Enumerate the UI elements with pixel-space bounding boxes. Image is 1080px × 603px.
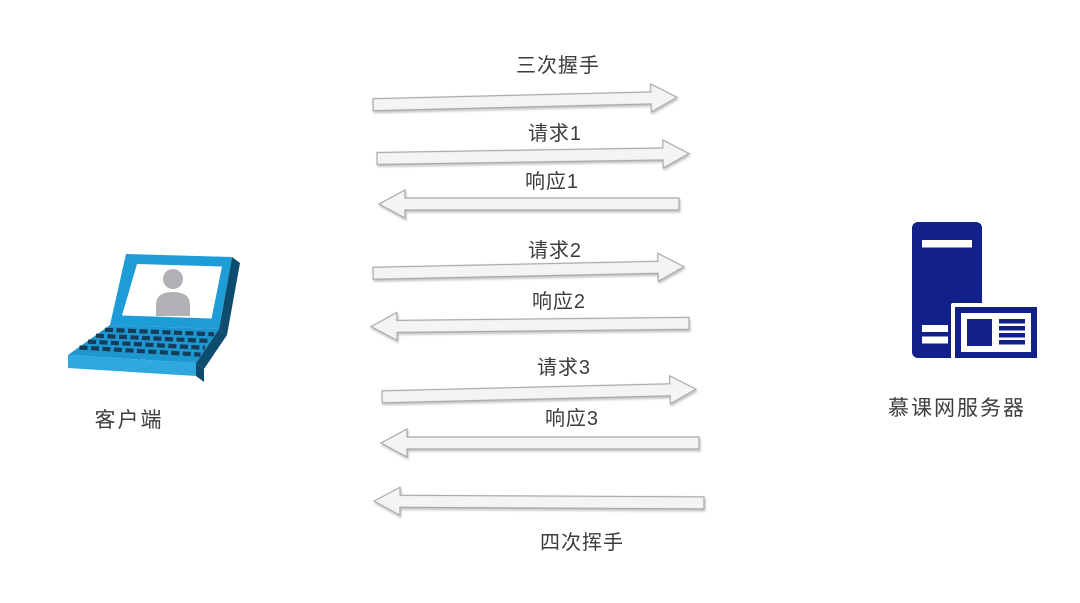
label-request-3: 请求3 xyxy=(536,357,592,379)
arrow-right-handshake xyxy=(372,82,679,113)
person-silhouette-head xyxy=(163,269,183,289)
person-silhouette-body xyxy=(156,292,190,316)
server-label: 慕课网服务器 xyxy=(888,397,1026,420)
label-request-2: 请求2 xyxy=(527,240,583,262)
label-response-1: 响应1 xyxy=(524,171,580,193)
label-response-3: 响应3 xyxy=(544,408,600,430)
label-four-way-wave: 四次挥手 xyxy=(540,532,624,554)
label-response-2: 响应2 xyxy=(531,291,587,313)
arrow-right-request-3 xyxy=(381,374,698,405)
keyboard-keys xyxy=(79,327,215,357)
arrow-left-response-3 xyxy=(379,427,700,459)
label-request-1: 请求1 xyxy=(527,123,583,145)
server-tower-icon xyxy=(912,222,1040,362)
arrow-right-request-2 xyxy=(372,252,686,283)
arrow-left-response-1 xyxy=(377,188,680,220)
label-three-way-handshake: 三次握手 xyxy=(516,55,600,77)
client-label: 客户端 xyxy=(94,409,164,432)
arrow-left-four-way-wave xyxy=(372,486,705,517)
arrow-left-response-2 xyxy=(369,311,690,342)
server-display-card xyxy=(951,303,1040,362)
arrow-right-request-1 xyxy=(376,138,691,169)
laptop-icon xyxy=(68,254,240,382)
